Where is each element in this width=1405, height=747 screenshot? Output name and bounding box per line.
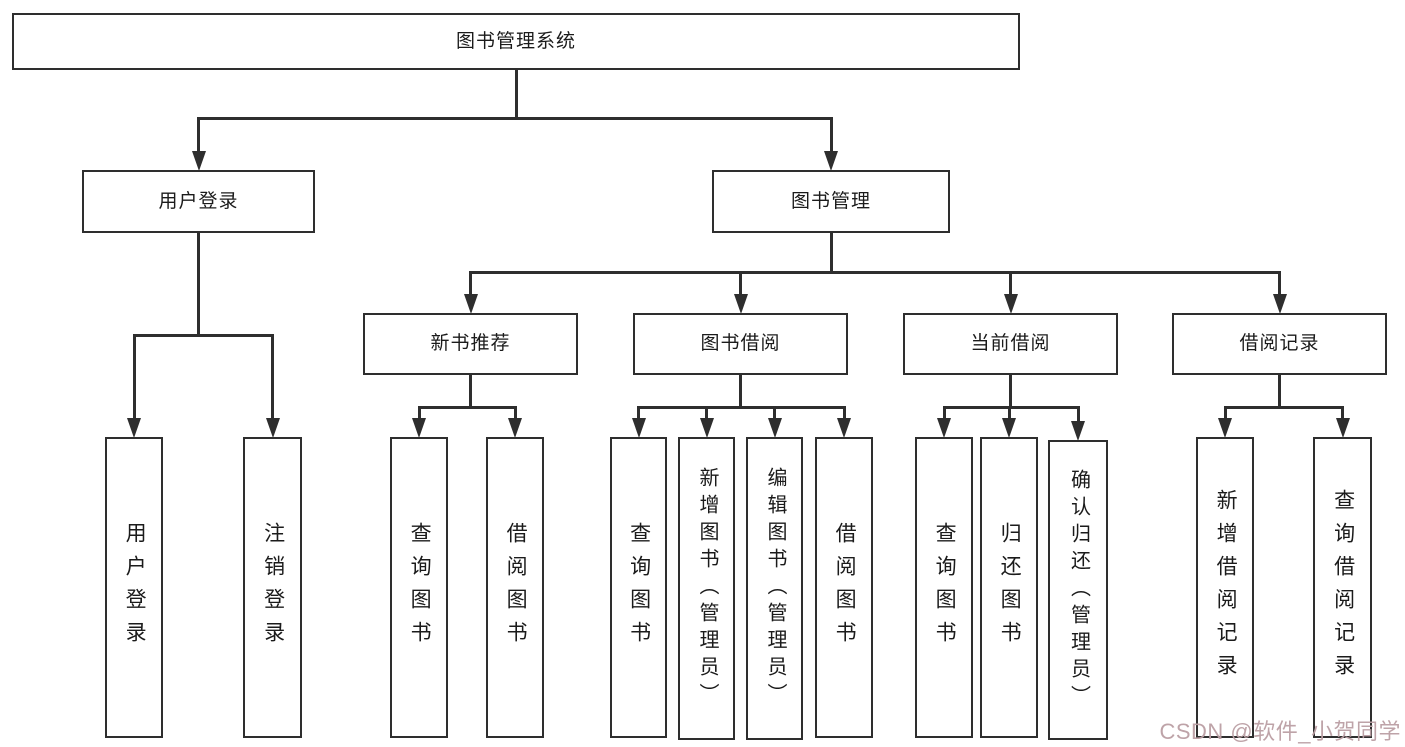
edge-line (1223, 407, 1227, 423)
node-system-root: 图书管理系统 (12, 13, 1020, 70)
edge-line (132, 335, 136, 423)
node-add-books-admin: 新增图书（管理员） (678, 437, 735, 740)
edge-line (197, 116, 833, 120)
edge-line (829, 232, 833, 274)
arrowhead-down-icon (1335, 418, 1350, 438)
edge-line (1076, 407, 1080, 426)
edge-line (197, 118, 200, 156)
edge-line (514, 69, 518, 120)
edge-line (1223, 405, 1344, 409)
edge-line (197, 232, 200, 337)
edge-line (739, 272, 742, 299)
edge-line (739, 374, 742, 409)
node-user-login-branch: 用户登录 (82, 170, 315, 233)
node-current-borrowing: 当前借阅 (903, 313, 1118, 375)
edge-line (705, 407, 708, 423)
arrowhead-down-icon (837, 418, 851, 438)
node-return-books: 归还图书 (980, 437, 1038, 738)
edge-line (271, 335, 274, 423)
arrowhead-down-icon (631, 418, 646, 438)
arrowhead-down-icon (1071, 421, 1085, 441)
edge-line (417, 405, 517, 409)
node-search-books-current: 查询图书 (915, 437, 973, 738)
edge-line (773, 407, 776, 423)
node-search-books-recommend: 查询图书 (390, 437, 448, 738)
arrowhead-down-icon (508, 418, 522, 438)
edge-line (637, 407, 640, 423)
arrowhead-down-icon (1002, 418, 1016, 438)
arrowhead-down-icon (1272, 294, 1287, 314)
node-add-borrow-record: 新增借阅记录 (1196, 437, 1254, 738)
arrowhead-down-icon (127, 418, 141, 438)
node-search-books-borrowing: 查询图书 (610, 437, 667, 738)
arrowhead-down-icon (191, 151, 206, 171)
node-book-management: 图书管理 (712, 170, 950, 233)
edge-line (1009, 374, 1012, 409)
arrowhead-down-icon (733, 294, 748, 314)
edge-line (1278, 272, 1281, 299)
node-borrowing-records: 借阅记录 (1172, 313, 1387, 375)
arrowhead-down-icon (412, 418, 426, 438)
arrowhead-down-icon (699, 418, 714, 438)
edge-line (842, 407, 846, 423)
arrowhead-down-icon (824, 151, 838, 171)
arrowhead-down-icon (1218, 418, 1232, 438)
edge-line (469, 374, 472, 409)
arrowhead-down-icon (463, 294, 478, 314)
node-new-book-recommend: 新书推荐 (363, 313, 578, 375)
node-user-login-leaf: 用户登录 (105, 437, 163, 738)
node-borrow-books-recommend: 借阅图书 (486, 437, 544, 738)
arrowhead-down-icon (767, 418, 782, 438)
edge-line (469, 272, 472, 299)
edge-line (942, 405, 1080, 409)
edge-line (829, 118, 833, 156)
node-search-borrow-record: 查询借阅记录 (1313, 437, 1372, 738)
node-book-borrowing: 图书借阅 (633, 313, 848, 375)
node-confirm-return-admin: 确认归还（管理员） (1048, 440, 1108, 740)
edge-line (417, 407, 421, 423)
edge-line (1341, 407, 1344, 423)
edge-line (132, 333, 274, 337)
node-edit-books-admin: 编辑图书（管理员） (746, 437, 803, 740)
edge-line (942, 407, 946, 423)
arrowhead-down-icon (937, 418, 951, 438)
edge-line (513, 407, 517, 423)
edge-line (1007, 407, 1011, 423)
node-logout-leaf: 注销登录 (243, 437, 302, 738)
arrowhead-down-icon (1003, 294, 1018, 314)
edge-line (469, 270, 1281, 274)
node-borrow-books-borrowing: 借阅图书 (815, 437, 873, 738)
edge-line (1009, 272, 1012, 299)
arrowhead-down-icon (265, 418, 280, 438)
edge-line (637, 405, 846, 409)
edge-line (1278, 374, 1281, 409)
watermark: CSDN @软件_小贺同学 (1159, 719, 1401, 744)
